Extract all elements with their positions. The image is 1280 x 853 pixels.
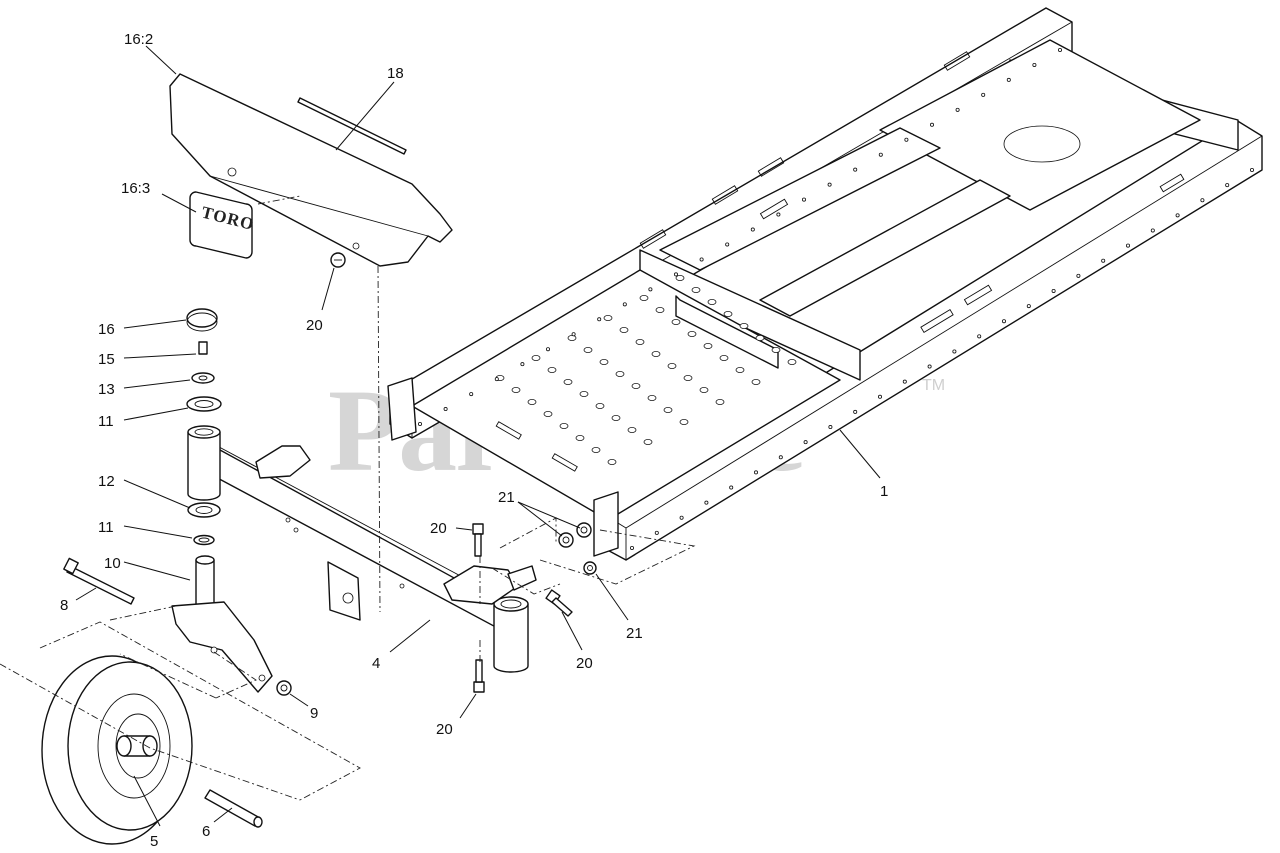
spindle-hardware[interactable] (186, 308, 222, 546)
callout-20-right: 20 (576, 655, 593, 672)
main-frame[interactable] (387, 7, 1263, 561)
callout-4: 4 (372, 655, 380, 672)
callout-16-2: 16:3 (121, 180, 150, 197)
cover-screw[interactable] (330, 252, 346, 268)
axle-bolt-right[interactable] (545, 589, 573, 617)
front-cover[interactable] (169, 73, 453, 267)
callout-21-upper: 21 (498, 489, 515, 506)
callout-leaders (75, 45, 881, 827)
callout-10: 11 (98, 519, 114, 536)
front-axle[interactable] (187, 425, 537, 673)
watermark-trademark: TM (922, 377, 945, 394)
frame-rail-holes (417, 48, 1255, 551)
wheel-axle[interactable] (204, 789, 263, 828)
caster-wheel[interactable] (41, 655, 193, 845)
callout-8: 9 (310, 705, 318, 722)
axle-bolt-lower[interactable] (473, 659, 485, 693)
callout-7: 8 (60, 597, 68, 614)
caster-nut[interactable] (276, 680, 292, 696)
frame-nut-lower[interactable] (583, 561, 597, 575)
callout-9: 10 (104, 555, 121, 572)
callout-13: 15 (98, 351, 115, 368)
callout-21-lower: 21 (626, 625, 643, 642)
cover-decal-strip[interactable] (297, 97, 407, 155)
callout-16: 16:2 (124, 31, 153, 48)
callout-5: 5 (150, 833, 158, 850)
callout-1: 1 (880, 483, 888, 500)
foot-plate-holes (495, 274, 797, 465)
callout-11-lower: 12 (98, 473, 115, 490)
callout-11-upper: 11 (98, 413, 114, 430)
callout-18: 20 (306, 317, 323, 334)
callout-15: 16 (98, 321, 115, 338)
assembly-lines (0, 195, 696, 801)
callout-16-3: 18 (387, 65, 404, 82)
callout-20-lower: 20 (436, 721, 453, 738)
callout-6: 6 (202, 823, 210, 840)
caster-fork[interactable] (171, 555, 273, 693)
callout-12: 13 (98, 381, 115, 398)
callout-labels: 16:2 18 16:3 20 16 15 13 11 12 11 10 8 9… (60, 31, 888, 850)
cover-logo-decal[interactable]: TORO (189, 191, 256, 259)
caster-bolt[interactable] (63, 557, 135, 605)
axle-bolt-upper[interactable] (472, 523, 484, 557)
frame-nut-upper[interactable] (558, 522, 592, 548)
callout-20-upper: 20 (430, 520, 447, 537)
